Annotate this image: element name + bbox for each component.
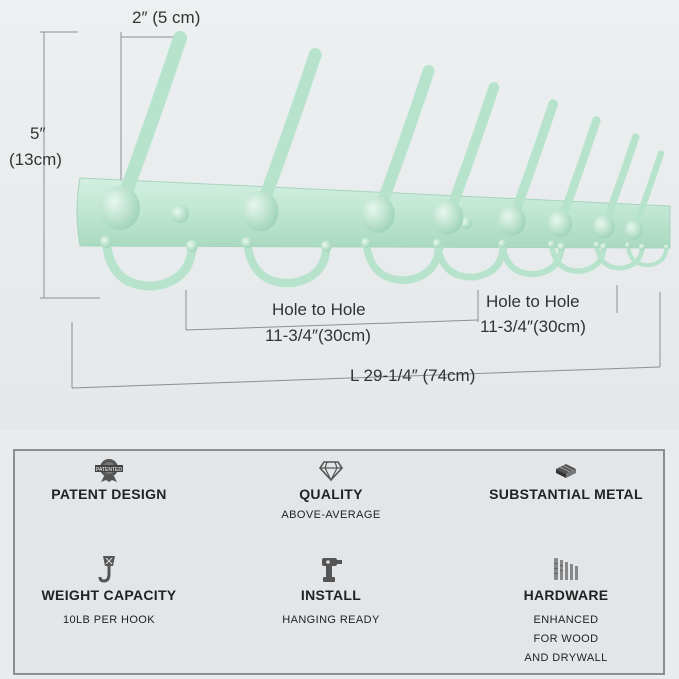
hook	[432, 82, 508, 281]
feature-subtitle: 10LB PER HOOK	[62, 614, 155, 626]
hook	[241, 48, 332, 288]
feature-weight-capacity: WEIGHT CAPACITY 10LB PER HOOK	[9, 554, 209, 630]
feature-subtitle-line: ENHANCED	[533, 614, 599, 626]
feature-title: INSTALL	[300, 587, 362, 603]
feature-patent-design: PATENTED PATENT DESIGN	[9, 457, 209, 502]
diamond-icon	[318, 461, 344, 482]
feature-title: QUALITY	[299, 486, 363, 502]
feature-title: HARDWARE	[523, 587, 609, 603]
product-photo-area: 2″ (5 cm) 5″ (13cm) Hole to Hole 11-3/4″…	[0, 0, 679, 430]
hook	[100, 31, 198, 291]
feature-subtitle-line: AND DRYWALL	[524, 652, 608, 664]
patent-badge-icon: PATENTED	[95, 459, 123, 482]
svg-text:PATENTED: PATENTED	[96, 467, 122, 473]
feature-hardware: HARDWARE ENHANCED FOR WOOD AND DRYWALL	[466, 554, 666, 668]
feature-subtitle: ENHANCED FOR WOOD AND DRYWALL	[466, 611, 666, 668]
dimension-lines	[40, 31, 661, 389]
hooks	[100, 31, 670, 291]
hook	[361, 65, 444, 284]
feature-title: WEIGHT CAPACITY	[41, 587, 177, 603]
feature-title: SUBSTANTIAL METAL	[489, 486, 643, 502]
feature-subtitle: ABOVE-AVERAGE	[281, 509, 381, 521]
drill-icon	[322, 558, 342, 582]
overall-length-label: L 29-1/4″ (74cm)	[350, 366, 476, 385]
feature-subtitle: HANGING READY	[282, 614, 380, 626]
height-inch-label: 5″	[30, 124, 46, 143]
hook-width-label: 2″ (5 cm)	[132, 8, 201, 27]
screws-anchors-icon	[553, 558, 578, 580]
hook	[498, 99, 566, 278]
metal-bars-icon	[556, 464, 576, 478]
crane-hook-icon	[98, 556, 115, 583]
feature-substantial-metal: SUBSTANTIAL METAL	[466, 457, 666, 502]
hole-to-hole-value-2: 11-3/4″(30cm)	[480, 317, 586, 336]
feature-install: INSTALL HANGING READY	[231, 554, 431, 630]
feature-subtitle-line: FOR WOOD	[533, 633, 599, 645]
feature-title: PATENT DESIGN	[51, 486, 167, 502]
feature-quality: QUALITY ABOVE-AVERAGE	[231, 457, 431, 525]
hole-to-hole-label-1: Hole to Hole	[272, 300, 366, 319]
hole-to-hole-label-2: Hole to Hole	[486, 292, 580, 311]
hole-to-hole-value-1: 11-3/4″(30cm)	[265, 326, 371, 345]
hook-rack-illustration	[40, 31, 671, 389]
hook	[625, 150, 670, 268]
features-panel: PATENTED PATENT DESIGN QUALITY ABOVE-AVE…	[13, 449, 665, 675]
height-cm-label: (13cm)	[9, 150, 62, 169]
hook	[593, 133, 646, 271]
